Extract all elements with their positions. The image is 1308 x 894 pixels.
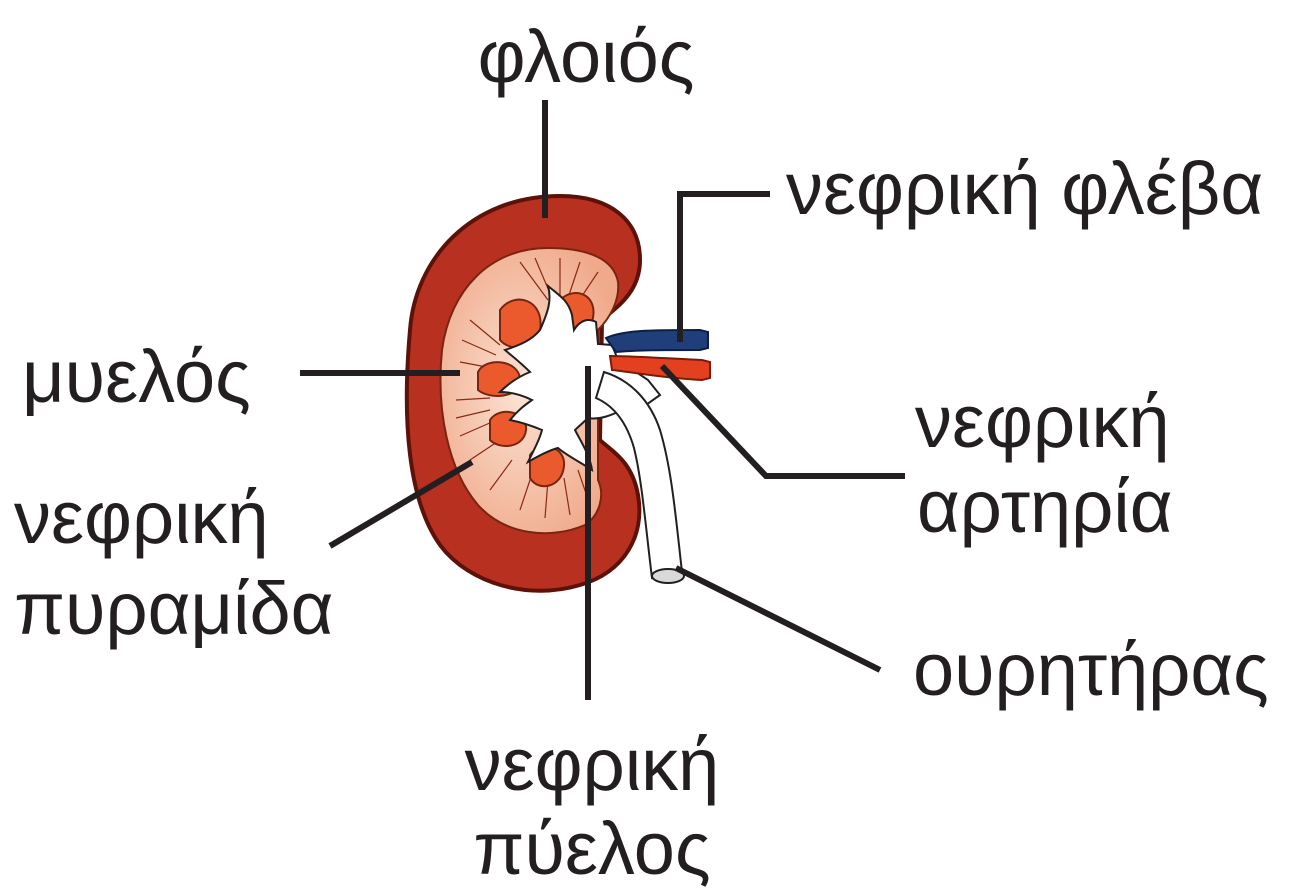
label-renal-vein: νεφρική φλέβα (786, 147, 1263, 230)
leader-line-ureter (676, 568, 880, 670)
label-renal-artery-line1: νεφρική (915, 380, 1170, 463)
label-renal-pelvis-line2: πύελος (473, 807, 710, 890)
renal-vein-shape (606, 330, 708, 352)
label-renal-pyramid-line1: νεφρική (14, 476, 269, 559)
label-renal-artery-line2: αρτηρία (917, 465, 1173, 548)
label-renal-pelvis-line1: νεφρική (465, 723, 720, 806)
kidney-illustration (407, 196, 710, 591)
label-renal-pyramid-line2: πυραμίδα (14, 567, 333, 650)
leader-line-renal-vein (680, 194, 770, 342)
label-ureter: ουρητήρας (913, 628, 1269, 711)
leader-line-renal-artery (662, 366, 905, 476)
label-cortex: φλοιός (478, 15, 695, 98)
label-medulla: μυελός (22, 335, 251, 418)
